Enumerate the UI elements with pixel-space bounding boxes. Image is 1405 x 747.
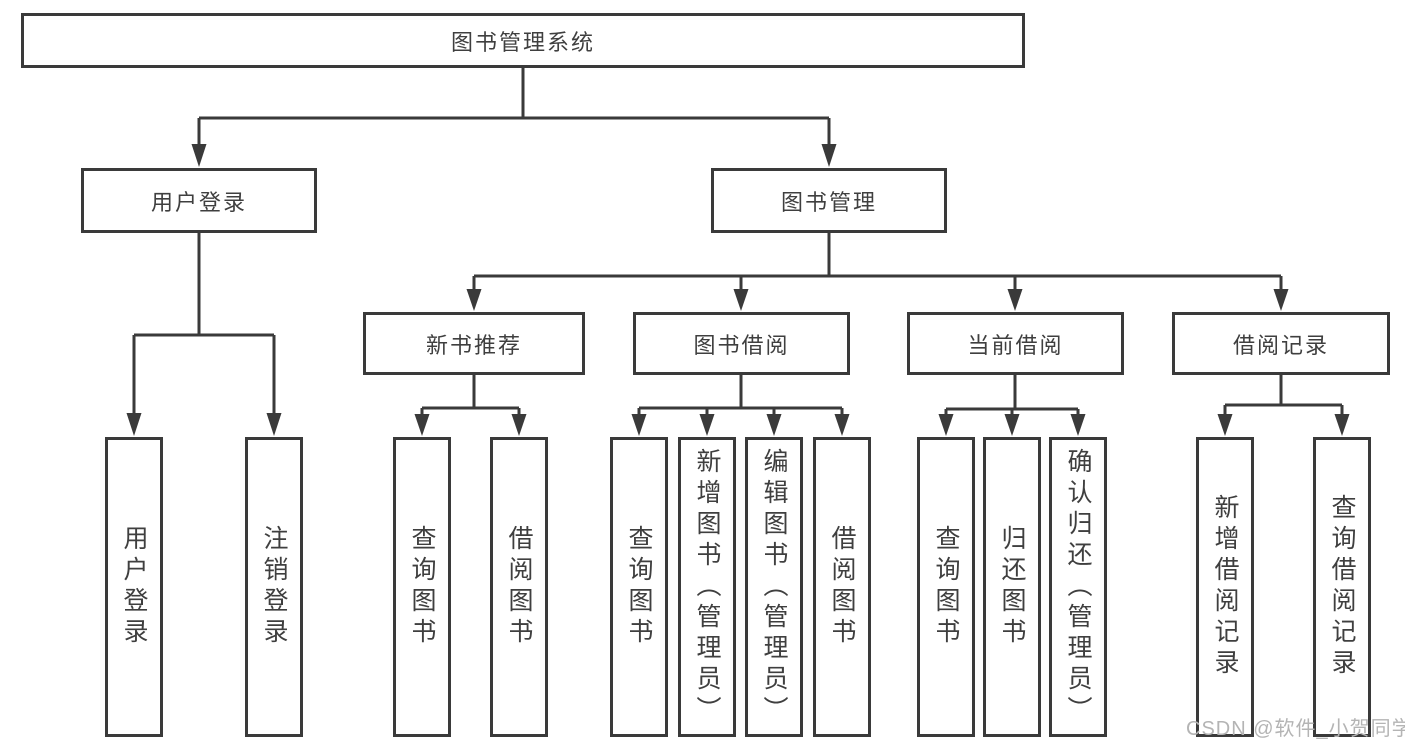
- leaf-confirm-return-admin: 确认归还（管理员）: [1049, 437, 1107, 737]
- node-book-management-label: 图书管理: [780, 189, 877, 215]
- leaf-borrow-books-recommend: 借阅图书: [490, 437, 548, 737]
- leaf-query-borrow-record: 查询借阅记录: [1313, 437, 1371, 737]
- leaf-label: 查询图书: [625, 525, 653, 649]
- leaf-add-borrow-record: 新增借阅记录: [1196, 437, 1254, 737]
- leaf-query-books-borrow: 查询图书: [610, 437, 668, 737]
- connector-root-to-level2: [191, 68, 837, 167]
- leaf-label: 查询借阅记录: [1328, 494, 1356, 680]
- node-library-system: 图书管理系统: [21, 13, 1025, 68]
- leaf-label: 编辑图书（管理员）: [760, 447, 788, 727]
- node-book-borrow-label: 图书借阅: [693, 332, 790, 358]
- connector-user-login-to-leaves: [126, 230, 282, 436]
- node-new-book-recommend: 新书推荐: [363, 312, 585, 375]
- leaf-label: 用户登录: [120, 525, 148, 649]
- watermark: CSDN @软件_小贺同学: [1186, 718, 1405, 740]
- leaf-query-books-recommend: 查询图书: [393, 437, 451, 737]
- node-borrow-records: 借阅记录: [1172, 312, 1390, 375]
- leaf-user-login: 用户登录: [105, 437, 163, 737]
- leaf-label: 借阅图书: [505, 525, 533, 649]
- node-user-login: 用户登录: [81, 168, 317, 233]
- node-user-login-label: 用户登录: [150, 189, 247, 215]
- leaf-borrow-books: 借阅图书: [813, 437, 871, 737]
- leaf-label: 新增图书（管理员）: [693, 447, 721, 727]
- leaf-label: 归还图书: [998, 525, 1026, 649]
- connector-book-borrow-to-leaves: [631, 372, 850, 436]
- leaf-edit-books-admin: 编辑图书（管理员）: [745, 437, 803, 737]
- connector-current-borrow-to-leaves: [938, 372, 1086, 436]
- leaf-label: 新增借阅记录: [1211, 494, 1239, 680]
- node-library-system-label: 图书管理系统: [450, 29, 595, 55]
- node-book-management: 图书管理: [711, 168, 947, 233]
- leaf-label: 查询图书: [408, 525, 436, 649]
- leaf-add-books-admin: 新增图书（管理员）: [678, 437, 736, 737]
- node-current-borrow-label: 当前借阅: [967, 332, 1064, 358]
- connector-new-book-recommend-to-leaves: [414, 372, 527, 436]
- connector-borrow-records-to-leaves: [1217, 372, 1350, 436]
- leaf-logout: 注销登录: [245, 437, 303, 737]
- leaf-label: 确认归还（管理员）: [1064, 447, 1092, 727]
- leaf-label: 借阅图书: [828, 525, 856, 649]
- leaf-label: 注销登录: [260, 525, 288, 649]
- node-new-book-recommend-label: 新书推荐: [425, 332, 522, 358]
- node-borrow-records-label: 借阅记录: [1232, 332, 1329, 358]
- leaf-query-books-current: 查询图书: [917, 437, 975, 737]
- leaf-return-books: 归还图书: [983, 437, 1041, 737]
- node-book-borrow: 图书借阅: [633, 312, 850, 375]
- connector-book-management-to-level3: [466, 230, 1289, 311]
- leaf-label: 查询图书: [932, 525, 960, 649]
- node-current-borrow: 当前借阅: [907, 312, 1124, 375]
